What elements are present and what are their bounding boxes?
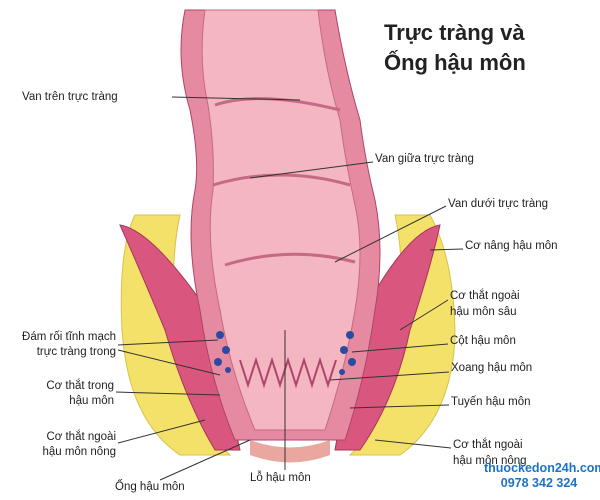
watermark-site: thuockedon24h.com (484, 461, 600, 475)
title-line-1: Trực tràng và (384, 20, 525, 45)
label-van-giua: Van giữa trực tràng (375, 153, 474, 165)
label-xoang-hau-mon: Xoang hậu môn (451, 362, 533, 374)
muscle-left (119, 224, 241, 451)
label-co-that-ngoai-nong-l2: hậu môn nông (42, 446, 116, 458)
label-co-that-ngoai-sau-1: Cơ thắt ngoài (450, 290, 520, 302)
anal-opening (250, 440, 330, 463)
label-tuyen-hau-mon: Tuyến hậu môn (451, 396, 531, 408)
leader-lines (115, 96, 464, 481)
label-dam-roi-2: trực tràng trong (36, 346, 116, 358)
label-co-nang: Cơ nâng hậu môn (465, 240, 558, 252)
label-co-that-ngoai-nong-l1: Cơ thắt ngoài (46, 431, 116, 443)
label-dam-roi-1: Đám rối tĩnh mạch (22, 331, 116, 343)
rectal-fold (214, 97, 341, 112)
label-cot-hau-mon: Cột hậu môn (450, 335, 516, 347)
watermark-phone: 0978 342 324 (500, 476, 578, 490)
label-lo-hau-mon: Lỗ hậu môn (250, 472, 311, 484)
label-co-that-ngoai-sau-2: hậu môn sâu (450, 306, 517, 318)
muscle-right (334, 224, 441, 451)
label-van-tren: Van trên trực tràng (22, 91, 118, 103)
rectum-lumen (201, 9, 361, 431)
label-co-that-ngoai-nong-r2: hậu môn nông (453, 455, 527, 467)
venous-plexus (214, 331, 356, 375)
label-co-that-trong-2: hậu môn (69, 395, 114, 407)
label-ong-hau-mon: Ống hậu môn (115, 481, 185, 493)
label-co-that-ngoai-nong-r1: Cơ thắt ngoài (453, 439, 523, 451)
rectal-fold (212, 173, 351, 187)
anal-columns (239, 356, 337, 389)
title-line-2: Ống hậu môn (384, 50, 526, 75)
label-van-duoi: Van dưới trực tràng (448, 198, 549, 210)
label-co-that-trong-1: Cơ thắt trong (46, 380, 114, 392)
